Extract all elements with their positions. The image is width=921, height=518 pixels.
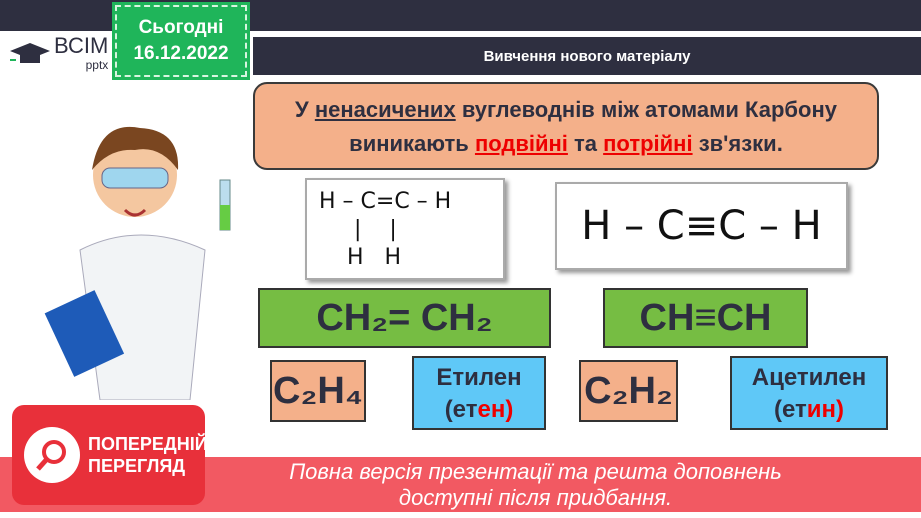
banner-line1: Повна версія презентації та решта доповн…: [289, 459, 782, 484]
preview-line2: ПЕРЕГЛЯД: [88, 456, 186, 476]
preview-line1: ПОПЕРЕДНІЙ: [88, 434, 208, 454]
date-badge: Сьогодні 16.12.2022: [112, 2, 250, 80]
alt-suffix: ен): [477, 396, 514, 423]
text: вуглеводнів між атомами Карбону: [455, 97, 837, 122]
logo-sub: pptx: [85, 58, 109, 72]
section-header: Вивчення нового матеріалу: [253, 37, 921, 75]
name: Етилен: [436, 364, 522, 391]
alt: (ет: [444, 396, 478, 423]
keyword-unsaturated: ненасичених: [314, 97, 456, 122]
ethyne-formula: CH≡CH: [603, 288, 808, 348]
date-label: Сьогодні: [138, 17, 224, 38]
ethene-structure: H – C=C – H | | H H: [305, 178, 505, 280]
logo-text: ВСІМ: [54, 33, 109, 58]
text: зв'язки.: [692, 131, 783, 156]
section-title: Вивчення нового матеріалу: [483, 47, 691, 65]
ethyne-molecular: C₂H₂: [579, 360, 678, 422]
ethyne-structure: H – C≡C – H: [555, 182, 848, 270]
ethene-name: Етилен (етен): [412, 356, 546, 430]
text: та: [567, 131, 604, 156]
keyword-triple: потрійні: [603, 131, 693, 156]
info-box: У ненасичених вуглеводнів між атомами Ка…: [253, 82, 879, 170]
date-value: 16.12.2022: [133, 43, 229, 64]
ethene-formula: CH₂= CH₂: [258, 288, 551, 348]
name: Ацетилен: [751, 364, 867, 391]
banner-line2: доступні після придбання.: [398, 485, 673, 510]
graduation-cap-icon: [10, 43, 50, 63]
alt-suffix: ин): [806, 396, 845, 423]
text: виникають: [349, 131, 475, 156]
alt: (ет: [773, 396, 807, 423]
ethene-molecular: C₂H₄: [270, 360, 366, 422]
text: У: [295, 97, 315, 122]
scientist-illustration: [44, 126, 231, 400]
ethyne-name: Ацетилен (етин): [730, 356, 888, 430]
magnifier-icon: [24, 427, 80, 483]
keyword-double: подвійні: [474, 131, 568, 156]
